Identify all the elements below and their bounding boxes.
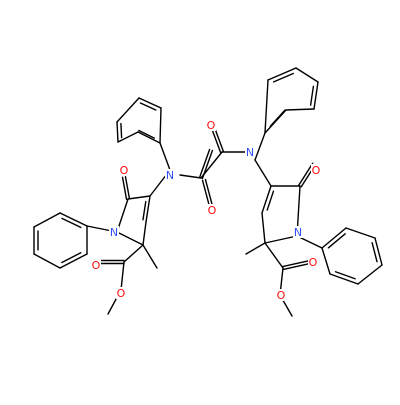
phenyl-right-bond — [321, 227, 347, 249]
c-n-bond-left — [179, 174, 202, 179]
lactam-co-left — [124, 176, 131, 200]
ring-left-bond — [116, 231, 144, 246]
phenyl-top-right-bond — [264, 79, 269, 134]
methyl-right — [245, 242, 266, 255]
n-ring-bond-right — [254, 159, 272, 187]
phenyl-top-left-bond — [159, 107, 162, 144]
methyl-left — [142, 244, 158, 269]
ring-left-bond — [142, 200, 147, 221]
ring-left-bond — [145, 195, 151, 223]
phenyl-left-bond — [59, 212, 88, 227]
atom-o-ester-carbonyl-left: O — [92, 259, 101, 272]
ester-co-right — [282, 262, 312, 271]
atom-n-amide-right: N — [246, 146, 254, 159]
phenyl-top-right-bond — [269, 109, 286, 127]
ring-right-bond — [264, 235, 298, 244]
bond-layer — [33, 67, 383, 317]
ester-co-right — [281, 259, 311, 268]
oxalyl-cc-bond — [200, 151, 223, 179]
atom-o-oxalyl-b: O — [208, 204, 217, 217]
ring-left-bond — [127, 195, 151, 200]
phenyl-top-right-bond — [313, 81, 319, 110]
atom-o-ester-ether-left-mask — [116, 287, 126, 299]
phenyl-top-left-bond — [120, 122, 123, 139]
atom-o-ester-carbonyl-right-mask — [308, 256, 318, 268]
ester-c-left — [123, 244, 144, 263]
n-phenyl-bond-left — [159, 142, 171, 171]
phenyl-left-bond — [61, 252, 82, 264]
phenyl-left-bond — [33, 212, 61, 228]
ester-o-left — [120, 261, 125, 291]
ester-c-right — [264, 242, 284, 269]
lactam-co-right — [298, 162, 314, 186]
atom-o-lactam-right-mask — [311, 164, 321, 176]
atom-o-ester-ether-right: O — [277, 289, 286, 302]
n-phenyl-bond-right — [254, 132, 266, 161]
atom-o-ester-ether-right-mask — [276, 289, 286, 301]
atom-o-lactam-left: O — [120, 164, 129, 177]
atom-n-amide-left: N — [166, 169, 174, 182]
phenyl-right-bond — [357, 264, 383, 285]
phenyl-top-left-bond — [117, 131, 139, 143]
atom-n-amide-right-mask — [245, 146, 255, 158]
phenyl-top-right-bond — [267, 67, 297, 81]
phenyl-right-bond — [345, 227, 376, 239]
atom-n-ring-left: N — [110, 226, 118, 239]
phenyl-right-bond — [329, 273, 359, 285]
atom-o-ester-ether-left: O — [117, 287, 126, 300]
phenyl-top-right-bond — [272, 72, 294, 83]
phenyl-top-left-bond — [138, 97, 162, 109]
atom-o-lactam-right: O — [312, 164, 321, 177]
atom-o-ester-carbonyl-left-mask — [91, 259, 101, 271]
phenyl-left-bond — [59, 253, 88, 269]
atom-o-lactam-left-mask — [119, 164, 129, 176]
ring-left-bond — [142, 221, 147, 246]
atom-o-oxalyl-a-mask — [206, 119, 216, 131]
phenyl-top-right-bond — [295, 67, 319, 83]
atom-n-ring-right: N — [294, 226, 302, 239]
atom-n-amide-left-mask — [165, 169, 175, 181]
atom-o-oxalyl-a: O — [207, 119, 216, 132]
phenyl-top-left-bond — [137, 131, 161, 144]
phenyl-right-bond — [327, 233, 346, 249]
oxalyl-co-bond-a — [198, 148, 211, 179]
phenyl-top-left-bond — [138, 129, 155, 139]
atom-o-ester-carbonyl-right: O — [309, 256, 318, 269]
atom-n-ring-left-mask — [109, 226, 119, 238]
phenyl-left-bond — [33, 253, 61, 269]
phenyl-right-bond — [371, 242, 378, 263]
ring-right-bond — [261, 185, 272, 214]
phenyl-right-bond — [374, 237, 383, 266]
atom-n-ring-right-mask — [293, 226, 303, 238]
ring-right-bond — [266, 190, 275, 211]
atom-o-oxalyl-b-mask — [207, 204, 217, 216]
phenyl-top-left-bond — [116, 97, 140, 123]
phenyl-top-right-bond — [285, 108, 315, 111]
phenyl-right-bond — [334, 271, 356, 280]
ring-right-bond — [261, 212, 266, 244]
phenyl-left-bond — [61, 217, 82, 229]
phenyl-top-left-bond — [139, 102, 157, 111]
phenyl-right-bond — [321, 247, 331, 275]
phenyl-top-right-bond — [309, 85, 315, 106]
atom-label-layer: O O N N O O N N O O O O — [91, 119, 321, 302]
lactam-co-left — [121, 176, 128, 200]
phenyl-top-left-bond — [116, 121, 119, 143]
